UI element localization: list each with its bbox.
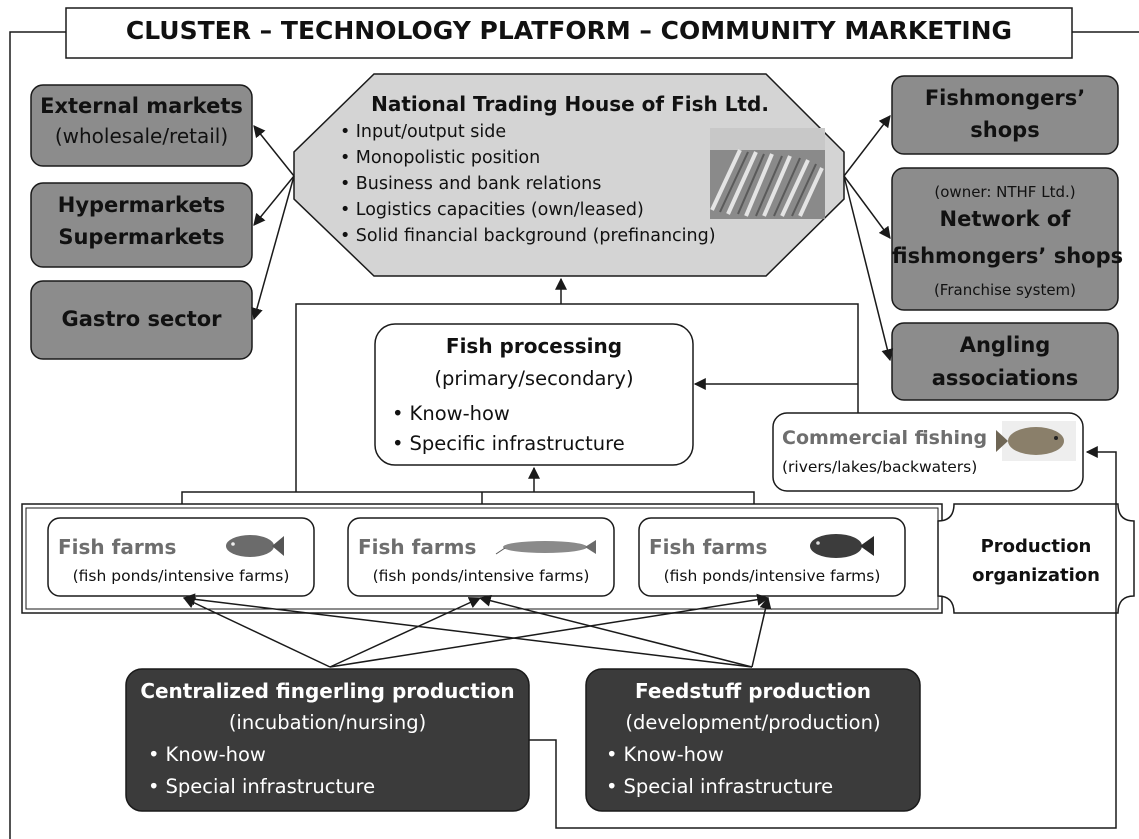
processing-bullets: Know-how Specific infrastructure <box>392 402 625 456</box>
trading-house-bullet: Input/output side <box>340 122 716 143</box>
processing-bullet: Know-how <box>392 402 625 425</box>
fish-farm-subtitle: (fish ponds/intensive farms) <box>663 567 881 585</box>
production-organization-label: Production <box>980 536 1092 557</box>
catfish-icon <box>495 540 596 555</box>
fishmongers-shops-box <box>891 75 1119 155</box>
angling-associations-box <box>891 322 1119 401</box>
feedstuff-bullets: Know-how Special infrastructure <box>606 743 834 799</box>
fish-farm-title: Fish farms <box>358 535 477 559</box>
feedstuff-title: Feedstuff production <box>635 679 871 703</box>
carp-fish-icon <box>996 421 1076 461</box>
feedstuff-subtitle: (development/production) <box>625 711 881 734</box>
feedstuff-bullet: Know-how <box>606 743 833 766</box>
arrows-to-farms <box>182 446 1117 829</box>
network-owner-label: (owner: NTHF Ltd.) <box>934 183 1076 201</box>
outer-frame <box>9 31 1139 839</box>
processing-bullet: Specific infrastructure <box>392 432 625 455</box>
external-markets-label: External markets <box>40 94 243 118</box>
trading-house-bullets: Input/output side Monopolistic position … <box>340 122 716 247</box>
network-label-2: fishmongers’ shops <box>892 244 1124 268</box>
trading-house-title: National Trading House of Fish Ltd. <box>371 92 769 116</box>
fish-processing-box <box>374 323 694 466</box>
external-markets-box <box>30 84 253 167</box>
network-label: Network of <box>939 207 1071 231</box>
trading-house-bullet: Business and bank relations <box>340 174 716 195</box>
feedstuff-bullet: Special infrastructure <box>606 775 834 798</box>
fingerling-subtitle: (incubation/nursing) <box>228 711 427 734</box>
fishmongers-shops-label-2: shops <box>970 118 1040 142</box>
fish-farm-title: Fish farms <box>649 535 768 559</box>
title-box <box>65 7 1073 59</box>
fingerling-title: Centralized fingerling production <box>140 679 515 703</box>
arrows-to-markets <box>251 115 894 362</box>
fish-processing-subtitle: (primary/secondary) <box>434 367 634 390</box>
trading-house-bullet: Solid financial background (prefinancing… <box>340 226 716 247</box>
fish-market-photo <box>710 128 825 219</box>
angling-label-2: associations <box>931 366 1079 390</box>
fingerling-bullets: Know-how Special infrastructure <box>148 743 376 799</box>
diagram-title: CLUSTER – TECHNOLOGY PLATFORM – COMMUNIT… <box>125 16 1013 45</box>
fish-processing-title: Fish processing <box>445 334 623 358</box>
commercial-fishing-subtitle: (rivers/lakes/backwaters) <box>782 458 978 476</box>
trading-house-bullet: Monopolistic position <box>340 148 716 169</box>
network-shops-box <box>891 167 1119 311</box>
hypermarkets-label: Hypermarkets <box>57 193 226 217</box>
commercial-fishing-title: Commercial fishing <box>782 427 988 449</box>
network-franchise-label: (Franchise system) <box>933 281 1077 299</box>
production-organization-label-2: organization <box>972 565 1100 586</box>
tilapia-icon <box>810 534 874 558</box>
production-organization-box <box>937 503 1135 614</box>
carp-icon <box>226 535 284 557</box>
fish-farm-title: Fish farms <box>58 535 177 559</box>
fish-farm-subtitle: (fish ponds/intensive farms) <box>372 567 590 585</box>
fishmongers-shops-label: Fishmongers’ <box>924 86 1086 110</box>
fingerling-bullet: Special infrastructure <box>148 775 376 798</box>
hypermarkets-box <box>30 182 253 268</box>
angling-label: Angling <box>959 333 1051 357</box>
external-markets-sublabel: (wholesale/retail) <box>54 124 229 148</box>
fingerling-bullet: Know-how <box>148 743 375 766</box>
trading-house-bullet: Logistics capacities (own/leased) <box>340 200 716 221</box>
supermarkets-label: Supermarkets <box>58 225 225 249</box>
fish-farm-subtitle: (fish ponds/intensive farms) <box>72 567 290 585</box>
gastro-sector-label: Gastro sector <box>61 307 222 331</box>
